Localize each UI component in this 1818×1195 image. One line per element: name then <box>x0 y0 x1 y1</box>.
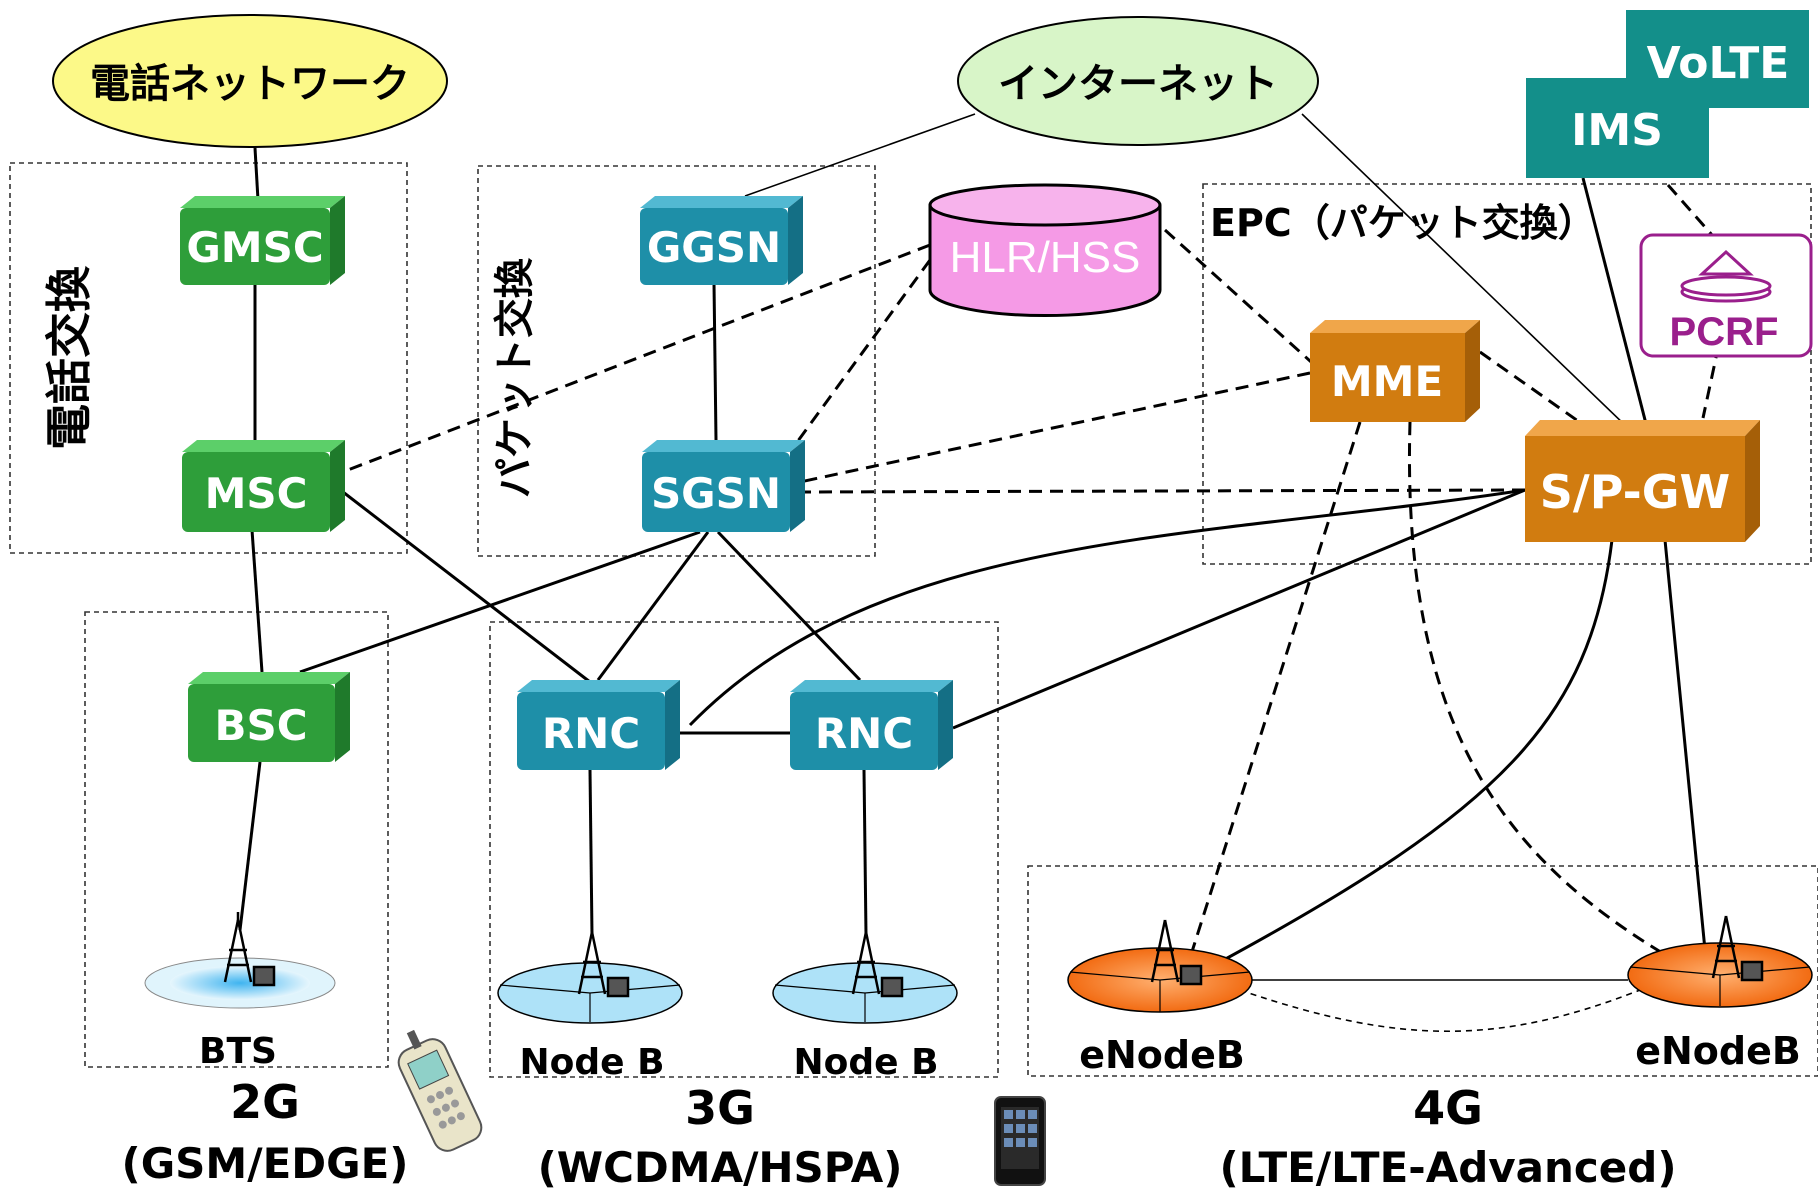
enodeb-1-tower-icon <box>1150 919 1203 986</box>
circuit-switch-region <box>9 162 408 554</box>
link-rnc2-nodeb <box>862 769 868 936</box>
sig-mme-enodeb1 <box>1188 421 1362 959</box>
3g-ran-region <box>489 621 999 1078</box>
ims-box: IMS <box>1526 78 1709 178</box>
enodeb-station-2: eNodeB <box>1627 915 1813 1073</box>
sig-mme-enodeb2 <box>1407 421 1701 977</box>
hlr-hss-label: HLR/HSS <box>950 233 1141 282</box>
msc-node: MSC <box>182 440 345 532</box>
hlr-hss-database: HLR/HSS <box>928 183 1162 318</box>
link-internet-ggsn <box>744 113 976 197</box>
rnc-1-label: RNC <box>542 709 640 758</box>
epc-region <box>1202 183 1812 565</box>
4g-label: 4G <box>1413 1081 1483 1135</box>
enodeb-1-label: eNodeB <box>1079 1033 1245 1077</box>
sgsn-node: SGSN <box>642 440 805 532</box>
bts-label: BTS <box>199 1031 277 1072</box>
link-spgw-rnc2 <box>952 488 1526 730</box>
sig-pcrf-spgw <box>1701 324 1725 419</box>
nodeb-2-tower-icon <box>851 931 904 998</box>
4g-tech-label: (LTE/LTE-Advanced) <box>1219 1143 1676 1192</box>
link-rnc1-nodeb <box>588 769 594 936</box>
pcrf-node: PCRF <box>1639 233 1813 358</box>
packet-switch-label: パケット交換 <box>492 257 538 498</box>
sig-spgw-sgsn <box>799 488 1526 494</box>
ims-label: IMS <box>1571 105 1663 156</box>
link-msc-rnc <box>329 480 591 684</box>
2g-tech-label: (GSM/EDGE) <box>122 1139 409 1188</box>
sgsn-label: SGSN <box>651 469 781 518</box>
nodeb-1-label: Node B <box>519 1042 664 1083</box>
link-sgsn-bsc <box>299 530 701 674</box>
enodeb-2-tower-icon <box>1711 915 1764 982</box>
sig-enodeb-x2 <box>1239 989 1641 1032</box>
nodeb-2-label: Node B <box>793 1042 938 1083</box>
rnc-node-1: RNC <box>517 680 680 770</box>
link-gmsc-cloud <box>253 147 260 201</box>
bsc-label: BSC <box>214 701 307 750</box>
link-ggsn-sgsn <box>712 282 718 441</box>
internet-label: インターネット <box>998 61 1278 107</box>
gmsc-node: GMSC <box>180 196 345 285</box>
feature-phone-icon <box>397 1029 483 1152</box>
packet-switch-region <box>477 165 876 557</box>
phone-network-label: 電話ネットワーク <box>90 61 410 107</box>
nodeb-station-1: Node B <box>497 931 683 1083</box>
ggsn-label: GGSN <box>647 223 781 272</box>
msc-label: MSC <box>205 469 308 518</box>
spgw-node: S/P-GW <box>1525 420 1760 542</box>
nodeb-1-tower-icon <box>577 931 630 998</box>
3g-label: 3G <box>685 1081 755 1135</box>
enodeb-2-label: eNodeB <box>1635 1029 1801 1073</box>
link-msc-bsc <box>250 529 264 673</box>
rnc-2-label: RNC <box>815 709 913 758</box>
sig-ims-pcrf <box>1666 184 1714 236</box>
gmsc-label: GMSC <box>186 223 323 272</box>
link-bsc-bts <box>238 761 262 931</box>
epc-label: EPC（パケット交換） <box>1210 201 1596 245</box>
phone-network-cloud: 電話ネットワーク <box>52 14 448 148</box>
link-sgsn-rnc2 <box>716 530 862 682</box>
sig-hlr-sgsn <box>793 259 932 446</box>
spgw-label: S/P-GW <box>1540 465 1730 519</box>
bts-tower-icon <box>223 912 276 987</box>
sig-hlr-msc <box>334 243 931 477</box>
nodeb-station-2: Node B <box>772 931 958 1083</box>
sig-mme-sgsn <box>799 371 1311 484</box>
mme-node: MME <box>1310 320 1480 422</box>
ggsn-node: GGSN <box>640 196 803 285</box>
link-internet-spgw <box>1301 113 1657 456</box>
circuit-switch-label: 電話交換 <box>42 265 96 450</box>
bts-station: BTS <box>144 912 336 1072</box>
link-spgw-enodeb1 <box>1219 539 1614 964</box>
pcrf-label: PCRF <box>1670 310 1779 354</box>
internet-cloud: インターネット <box>957 16 1319 146</box>
smartphone-icon <box>994 1096 1046 1186</box>
link-spgw-enodeb2 <box>1663 539 1707 951</box>
2g-label: 2G <box>230 1075 300 1129</box>
bsc-node: BSC <box>188 672 350 762</box>
mme-label: MME <box>1331 357 1443 406</box>
enodeb-station-1: eNodeB <box>1067 919 1253 1077</box>
link-ims-spgw <box>1581 177 1656 456</box>
3g-tech-label: (WCDMA/HSPA) <box>538 1143 903 1192</box>
rnc-node-2: RNC <box>790 680 953 770</box>
link-sgsn-rnc1 <box>596 531 710 681</box>
2g-ran-region <box>84 611 389 1068</box>
sig-hlr-mme <box>1163 228 1322 372</box>
4g-ran-region <box>1027 865 1818 1077</box>
link-spgw-rnc1 <box>688 488 1526 727</box>
